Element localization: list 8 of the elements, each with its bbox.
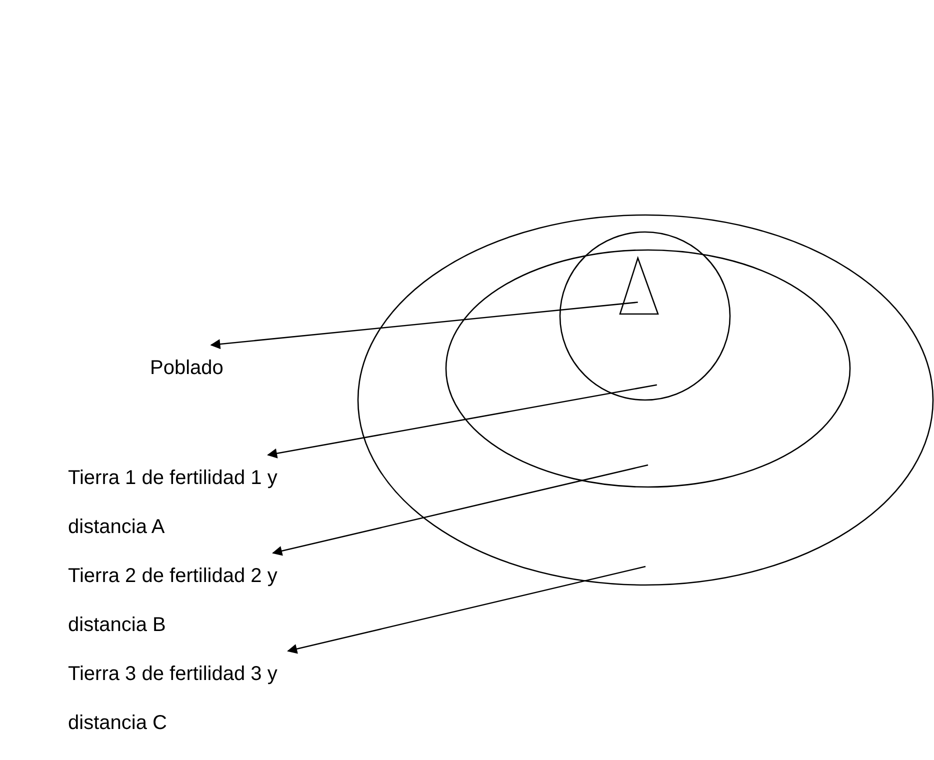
label-text: Poblado: [150, 344, 240, 393]
leader-arrow: [287, 566, 646, 654]
leader-arrow: [267, 384, 658, 458]
label-text: Tierra 3 de fertilidad 3 y distancia C: [68, 650, 318, 748]
label-text: Tierra 1 de fertilidad 1 y distancia A: [68, 454, 318, 552]
leader-arrow: [210, 302, 638, 350]
label-text: Tierra 2 de fertilidad 2 y distancia B: [68, 552, 318, 650]
leader-arrow: [272, 464, 648, 556]
